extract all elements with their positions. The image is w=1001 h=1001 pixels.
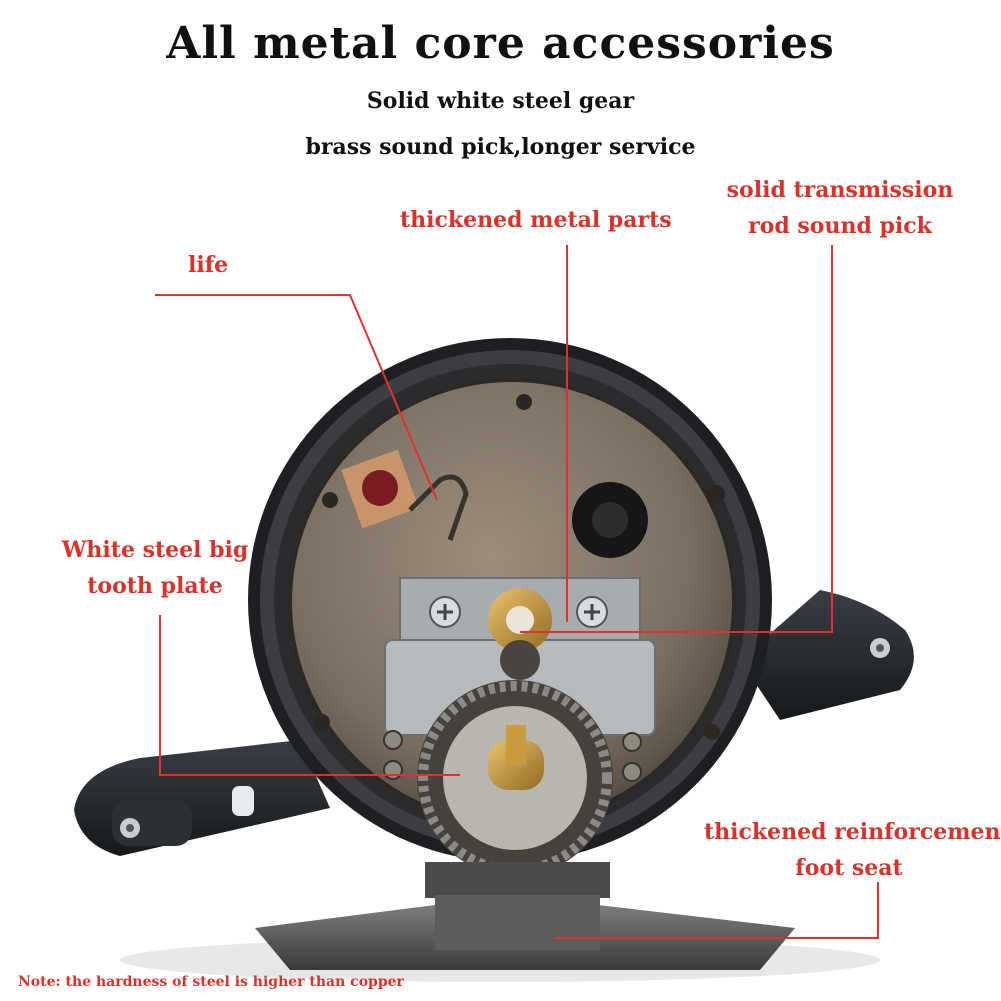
foot-seat	[255, 862, 795, 970]
page-title: All metal core accessories	[166, 18, 835, 69]
plate-screws	[314, 394, 725, 740]
callout-line-transmission	[520, 245, 833, 633]
gear-screws	[383, 730, 642, 782]
hardness-note: Note: the hardness of steel is higher th…	[18, 974, 404, 990]
callout-transmission-line1: solid transmission	[726, 177, 954, 203]
big-tooth-plate	[417, 680, 613, 876]
drag-knob	[572, 482, 648, 558]
callout-line-life	[155, 294, 438, 501]
subtitle-gear: Solid white steel gear	[366, 88, 635, 114]
callout-foot-seat: thickened reinforcement foot seat	[704, 814, 1001, 886]
callout-line-foot-seat	[555, 882, 879, 939]
pinion-gear	[488, 588, 552, 680]
callout-foot-line1: thickened reinforcement	[704, 819, 1001, 845]
callout-transmission-line2: rod sound pick	[748, 213, 932, 239]
callout-foot-line2: foot seat	[795, 855, 903, 881]
callout-life: life	[188, 252, 229, 278]
callout-line-tooth-plate	[159, 615, 460, 776]
subtitle-pick: brass sound pick,longer service	[305, 134, 696, 160]
callout-lines	[155, 245, 879, 939]
callout-metal-parts: thickened metal parts	[400, 207, 672, 233]
sound-pick	[341, 449, 469, 541]
callout-tooth-line1: White steel big	[61, 537, 249, 563]
callout-transmission: solid transmission rod sound pick	[718, 172, 962, 244]
callout-tooth-line2: tooth plate	[87, 573, 223, 599]
handle-arm-right	[740, 590, 914, 720]
handle-arm-left	[74, 740, 330, 856]
callout-tooth-plate: White steel big tooth plate	[60, 532, 250, 604]
